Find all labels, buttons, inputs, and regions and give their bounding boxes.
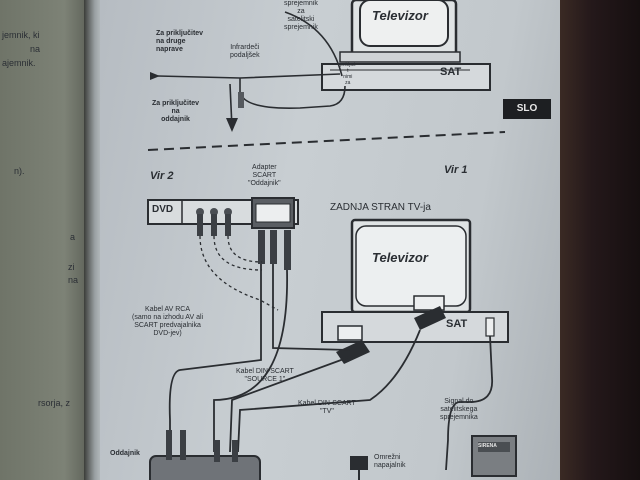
top-tv-label: Televizor (372, 8, 428, 23)
top-tv (339, 0, 461, 63)
adapter-label: Adapter SCART "Oddajnik" (248, 164, 281, 187)
ir-plug-icon (238, 92, 244, 108)
top-sat-box (321, 63, 491, 91)
top-sat-label: SAT (440, 66, 462, 78)
receiver-label: sprejemnik za satelitski sprejemnik (284, 0, 318, 31)
rca-plugs (196, 208, 232, 236)
left-text-line: jemnik, ki (2, 30, 40, 40)
av-rca-cable-label: Kabel AV RCA (samo na izhodu AV ali SCAR… (132, 306, 204, 337)
source-2-label: Vir 2 (150, 170, 174, 182)
rear-tv (350, 218, 472, 314)
section-divider (147, 131, 506, 151)
source-1-label: Vir 1 (444, 164, 468, 176)
left-page: jemnik, ki na ajemnik. n). a zi na rsorj… (0, 0, 92, 480)
din-scart-source-label: Kabel DIN-SCART "SOURCE 1" (236, 368, 294, 383)
arrow-down-icon (226, 118, 238, 132)
scart-adapter (251, 197, 295, 270)
rca-dashed-cables (199, 235, 279, 311)
left-text-line: n). (14, 166, 25, 176)
left-text-line: na (30, 44, 41, 54)
satellite-signal-label: Signal do satelitskega sprejemnika (440, 398, 478, 421)
left-text-line: na (68, 275, 79, 285)
to-transmitter-label: Za priključitev na oddajnik (152, 100, 200, 123)
transmitter-box (149, 430, 261, 480)
rear-tv-title: ZADNJA STRAN TV-ja (330, 202, 431, 213)
bottom-sat-label: SAT (446, 318, 468, 330)
din-scart-tv-label: Kabel DIN-SCART "TV" (298, 400, 356, 415)
left-text-line: a (70, 232, 76, 242)
left-text-line: rsorja, z (38, 398, 71, 408)
power-adapter-label: Omrežni napajalnik (374, 454, 406, 469)
to-other-devices-label: Za priključitev na druge naprave (156, 30, 204, 53)
dvd-label: DVD (152, 204, 174, 215)
book-gutter (84, 0, 102, 480)
background-edge (560, 0, 640, 480)
ir-extender-label: Infrardeči podaljšek (230, 44, 260, 59)
language-badge: SLO (503, 99, 551, 119)
left-text-line: ajemnik. (2, 58, 36, 68)
main-cables (168, 264, 493, 471)
receiver-note: priključ t nimi za (340, 62, 356, 86)
transmitter-label: Oddajnik (110, 450, 140, 457)
left-text-line: zi (68, 262, 75, 272)
dish-label: SIRENA (478, 443, 497, 449)
top-cables (157, 11, 346, 129)
satellite-dish-box (471, 435, 517, 477)
rear-tv-label: Televizor (372, 250, 428, 265)
power-adapter-icon (350, 456, 368, 480)
scart-plug-icon (414, 306, 446, 330)
arrow-left-icon (150, 72, 160, 80)
